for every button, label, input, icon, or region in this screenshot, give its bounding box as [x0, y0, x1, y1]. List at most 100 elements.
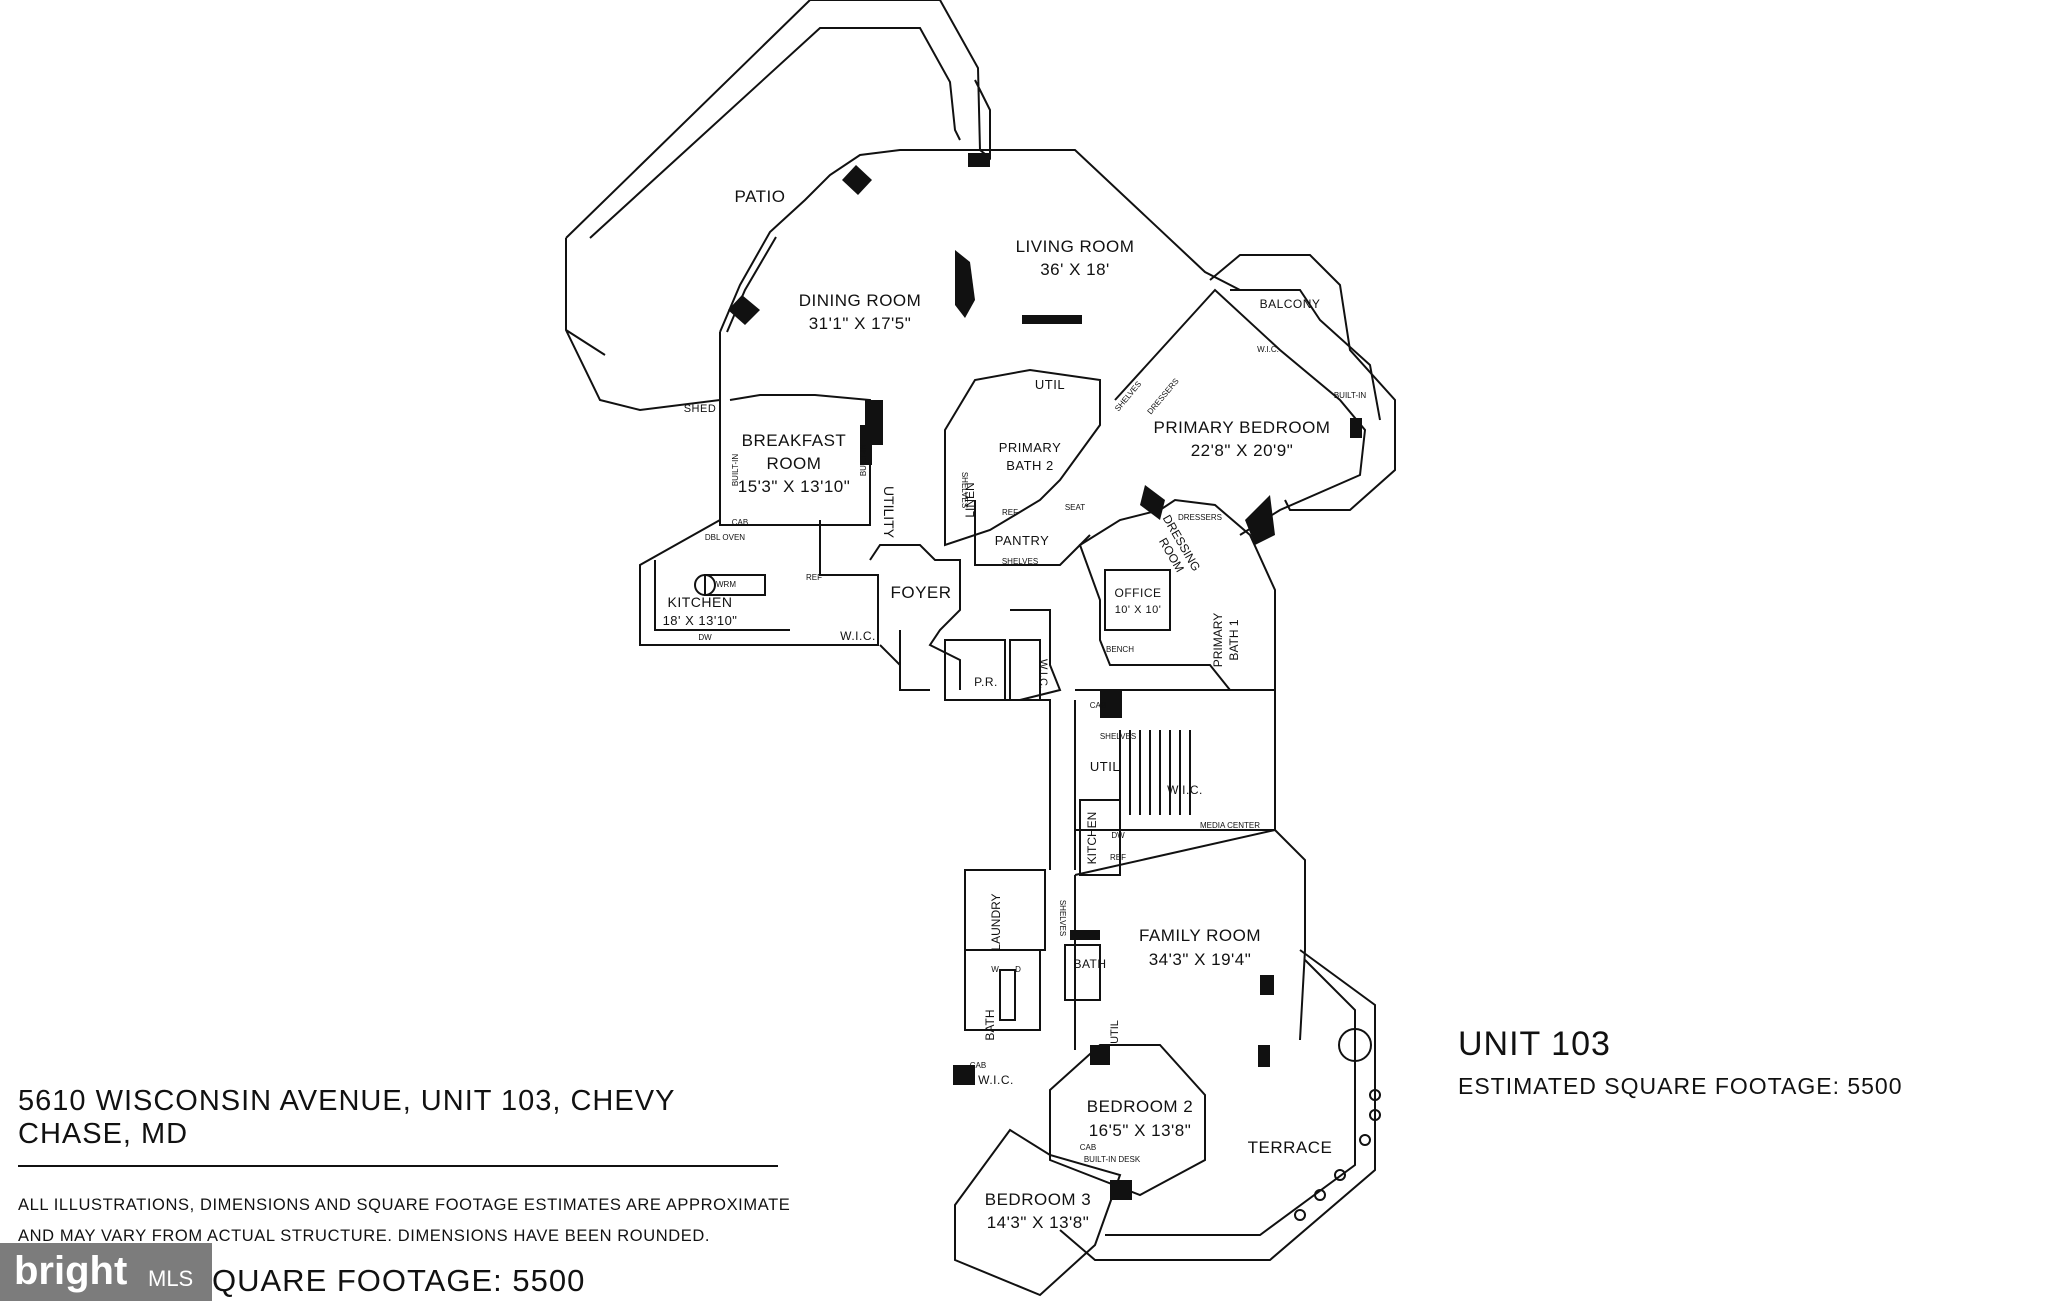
label-utility: UTILITY: [881, 486, 897, 539]
fixture-shelves-2: SHELVES: [960, 472, 969, 508]
label-util-top: UTIL: [1035, 377, 1065, 392]
label-kitchen: KITCHEN: [668, 594, 733, 610]
bath-a-fixtures: [999, 969, 1016, 1021]
fixture-ref-3: REF: [1110, 853, 1126, 862]
big-wic: [1075, 689, 1276, 831]
bedroom3-wall: [954, 1128, 1122, 1297]
label-patio: PATIO: [735, 187, 786, 206]
dim-family-room: 34'3" X 19'4": [1149, 950, 1252, 969]
bedroom2-wall: [1049, 1044, 1206, 1197]
laundry-block: [964, 869, 1046, 1031]
bath-b: [1064, 944, 1101, 1001]
label-breakfast-1: BREAKFAST: [742, 431, 847, 450]
dim-breakfast: 15'3" X 13'10": [738, 477, 851, 496]
label-wic-low: W.I.C.: [978, 1073, 1014, 1087]
primary-bedroom-wall: [1114, 288, 1367, 536]
label-primary-bedroom: PRIMARY BEDROOM: [1154, 418, 1331, 437]
label-foyer: FOYER: [890, 583, 951, 602]
kitchen-counter: [654, 560, 790, 631]
fixture-wrm: WRM: [716, 580, 736, 589]
dim-living-room: 36' X 18': [1040, 260, 1110, 279]
fixture-dbl-oven: DBL OVEN: [705, 533, 745, 542]
patio-inner-edge: [589, 27, 961, 239]
fixture-shelves-4: SHELVES: [1100, 732, 1136, 741]
kitchen-wall: [639, 519, 879, 646]
fixture-dressers-2: DRESSERS: [1178, 513, 1222, 522]
small-kitchen: [1079, 799, 1121, 876]
disclaimer-line-2: AND MAY VARY FROM ACTUAL STRUCTURE. DIME…: [18, 1227, 711, 1245]
fixture-shelves-3: SHELVES: [1002, 557, 1038, 566]
property-address: 5610 WISCONSIN AVENUE, UNIT 103, CHEVY C…: [18, 1085, 778, 1167]
patio-outline: [565, 0, 991, 412]
dim-primary-bedroom: 22'8" X 20'9": [1191, 441, 1294, 460]
label-bedroom-3: BEDROOM 3: [985, 1190, 1092, 1209]
pantry-wall: [974, 500, 1091, 566]
fixture-wic-balcony: W.I.C.: [1257, 345, 1279, 354]
label-family-room: FAMILY ROOM: [1139, 926, 1261, 945]
label-shed: SHED: [684, 403, 717, 415]
fixture-dressers-1: DRESSERS: [1145, 377, 1180, 417]
label-wic-big: W.I.C.: [1167, 783, 1203, 797]
foyer-wall: [869, 544, 1062, 701]
fixture-cab-4: CAB: [970, 1061, 986, 1070]
central-corridor: [960, 699, 1076, 870]
fixture-built-in-balcony: BUILT-IN: [1334, 391, 1367, 400]
fixture-dryer: D: [1015, 965, 1021, 974]
label-breakfast-2: ROOM: [767, 454, 822, 473]
dim-kitchen: 18' X 13'10": [663, 613, 738, 628]
wic-rods: [1119, 730, 1191, 815]
disclaimer-line-1: ALL ILLUSTRATIONS, DIMENSIONS AND SQUARE…: [18, 1196, 791, 1214]
mls-logo-text: MLS: [148, 1266, 194, 1291]
disclaimer: ALL ILLUSTRATIONS, DIMENSIONS AND SQUARE…: [18, 1190, 798, 1252]
label-terrace: TERRACE: [1248, 1138, 1333, 1157]
family-room-wall: [1074, 828, 1306, 1050]
label-wic-kitchen: W.I.C.: [840, 629, 876, 643]
fixture-ref-1: REF: [806, 573, 822, 582]
label-wic-foyer: W.I.C.: [1037, 659, 1049, 689]
fixture-cab-1: CAB: [732, 518, 748, 527]
fixture-seat: SEAT: [1065, 503, 1085, 512]
fixture-built-in-desk: BUILT-IN DESK: [1084, 1155, 1141, 1164]
sqft-partial: QUARE FOOTAGE: 5500: [212, 1263, 586, 1298]
unit-title: UNIT 103: [1458, 1025, 1611, 1063]
label-primary-bath1-1: PRIMARY: [1211, 613, 1225, 667]
label-primary-bath2-2: BATH 2: [1006, 458, 1054, 473]
label-living-room: LIVING ROOM: [1016, 237, 1135, 256]
label-pantry: PANTRY: [995, 533, 1050, 548]
label-linen: LINEN: [963, 482, 977, 517]
label-pr: P.R.: [974, 675, 998, 689]
label-office: OFFICE: [1115, 586, 1162, 600]
fixture-dw-2: DW: [1111, 831, 1125, 840]
fixture-built-in-1: BUILT-IN: [731, 454, 740, 487]
dim-office: 10' X 10': [1115, 604, 1162, 616]
fixture-cab-2: CAB: [1090, 701, 1106, 710]
foyer-entry: [879, 630, 930, 691]
label-primary-bath2-1: PRIMARY: [999, 440, 1062, 455]
fixture-shelves-5: SHELVES: [1058, 900, 1067, 936]
office: [1104, 569, 1171, 631]
fixture-bench: BENCH: [1106, 645, 1134, 654]
label-balcony: BALCONY: [1260, 297, 1321, 311]
living-inner-wall: [726, 236, 777, 333]
estimated-sqft: ESTIMATED SQUARE FOOTAGE: 5500: [1458, 1073, 1903, 1099]
terrace-outline: [1059, 949, 1376, 1261]
label-dining-room: DINING ROOM: [799, 291, 922, 310]
balcony-inner: [1230, 289, 1381, 421]
label-laundry: LAUNDRY: [989, 893, 1003, 950]
bright-mls-watermark: [0, 1243, 212, 1301]
label-bath-b: BATH: [1073, 957, 1106, 971]
label-util-low: UTIL: [1109, 1020, 1121, 1044]
bright-logo-text: bright: [14, 1249, 128, 1293]
dim-bedroom-2: 16'5" X 13'8": [1089, 1121, 1192, 1140]
label-bath-a: BATH: [983, 1009, 997, 1040]
living-outer-wall: [719, 149, 1241, 333]
fixture-ref-2: REF: [1002, 508, 1018, 517]
dim-dining-room: 31'1" X 17'5": [809, 314, 912, 333]
fixture-washer: W: [991, 965, 999, 974]
bath2-block: [944, 368, 1101, 547]
label-primary-bath1-2: BATH 1: [1227, 619, 1241, 660]
label-util-mid: UTIL: [1090, 759, 1120, 774]
fixture-dw-1: DW: [698, 633, 712, 642]
fixture-built-in-2: BUILT-IN: [859, 444, 868, 477]
